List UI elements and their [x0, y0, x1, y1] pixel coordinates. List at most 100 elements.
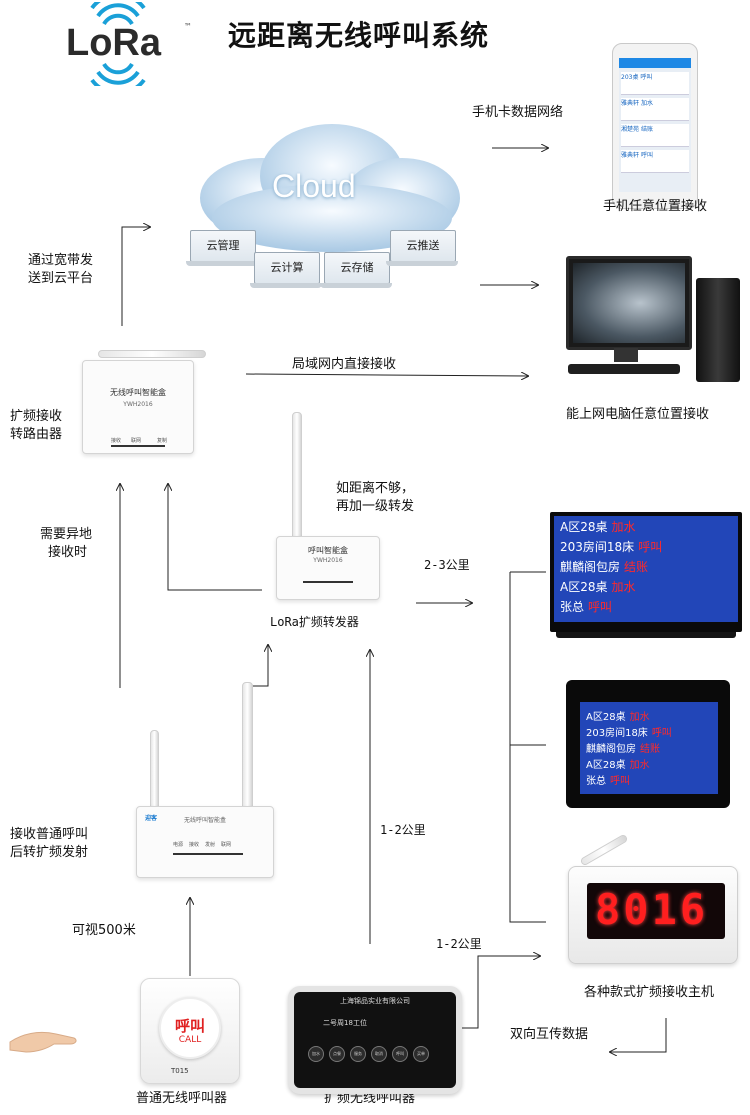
receiver-brand: 迎客 [145, 815, 158, 822]
repeater-antenna [292, 412, 302, 544]
tv-display-large: A区28桌加水 203房间18床呼叫 麒麟阁包房结账 A区28桌加水 张总呼叫 [550, 512, 742, 632]
tv-row: A区28桌加水 [560, 580, 636, 594]
tv-row: 麒麟阁包房结账 [586, 744, 660, 755]
repeater-model: YWH2016 [313, 557, 343, 564]
tv-row: A区28桌加水 [586, 712, 650, 723]
keyboard [568, 364, 680, 374]
cloud-word: Cloud [272, 168, 356, 204]
tv-row: 张总呼叫 [560, 600, 613, 614]
label-forward-note-2: 再加一级转发 [336, 499, 415, 514]
led-display: 8016 [587, 883, 725, 939]
led-label: 复制 [157, 438, 168, 444]
label-range-1-2-a: 1-2公里 [380, 823, 426, 837]
lora-wordmark: LoRa [66, 22, 161, 64]
keypad-model-text: 二号周18工位 [323, 1019, 367, 1027]
led-label: 联网 [221, 842, 232, 848]
service-label: 云存储 [324, 252, 390, 284]
receiver-name: 无线呼叫智能盒 [183, 817, 226, 824]
lora-logo: LoRa ™ [62, 2, 202, 86]
led-receiver-host: 8016 [568, 866, 738, 964]
label-visible-range: 可视500米 [72, 923, 136, 938]
laptop-cloud-management: 云管理 [186, 230, 258, 268]
label-receiver-1: 接收普通呼叫 [10, 827, 89, 842]
led-digits: 8016 [595, 885, 709, 934]
monitor [566, 256, 692, 350]
laptop-cloud-storage: 云存储 [320, 252, 392, 290]
hand-icon [9, 1031, 77, 1053]
normal-wireless-caller: 呼叫 CALL T015 [140, 978, 240, 1084]
label-remote-2: 接收时 [48, 545, 88, 560]
label-lan-direct: 局域网内直接接收 [292, 357, 397, 372]
keypad-key[interactable]: 买单 [413, 1046, 429, 1062]
call-text-en: CALL [178, 1035, 202, 1045]
router-name: 无线呼叫智能盒 [110, 388, 166, 397]
normal-call-receiver: 迎客 无线呼叫智能盒 电源 接收 发射 联网 [136, 806, 274, 878]
laptop-cloud-push: 云推送 [386, 230, 458, 268]
label-spread-caller: 扩频无线呼叫器 [324, 1091, 416, 1106]
phone-row: 雅典轩 呼叫 [621, 150, 689, 173]
tv-screen: A区28桌加水 203房间18床呼叫 麒麟阁包房结账 A区28桌加水 张总呼叫 [580, 702, 718, 794]
led-label: 接收 [111, 438, 122, 444]
label-forward-note-1: 如距离不够， [336, 481, 415, 496]
phone-row: 雅典轩 加水 [621, 98, 689, 121]
repeater-name: 呼叫智能盒 [308, 546, 348, 555]
service-label: 云计算 [254, 252, 320, 284]
arrow-receiver-to-repeater [252, 645, 268, 687]
tv-display-small: A区28桌加水 203房间18床呼叫 麒麟阁包房结账 A区28桌加水 张总呼叫 [566, 680, 730, 808]
label-host: 各种款式扩频接收主机 [584, 985, 715, 1000]
call-text-cn: 呼叫 [174, 1017, 205, 1035]
tv-row: A区28桌加水 [586, 760, 650, 771]
keypad-key[interactable]: 取消 [371, 1046, 387, 1062]
spread-wireless-caller: 上海锦品实业有限公司 二号周18工位 加水点餐服务取消呼叫买单 [288, 986, 462, 1094]
label-bidirectional: 双向互传数据 [510, 1027, 589, 1042]
bracket-to-screens [509, 572, 546, 923]
trademark-mark: ™ [184, 22, 192, 31]
label-range-2-3: 2-3公里 [424, 558, 470, 572]
receiver-antenna-right [242, 682, 253, 824]
label-phone-receive: 手机任意位置接收 [603, 199, 708, 214]
led-label: 发射 [205, 842, 216, 848]
keypad-key[interactable]: 加水 [308, 1046, 324, 1062]
phone-row: 湘楚苑 结账 [621, 124, 689, 147]
call-button[interactable]: 呼叫 CALL [159, 997, 221, 1059]
cloud-platform: Cloud 云管理 云计算 云存储 云推送 [182, 118, 467, 308]
label-broadband-1: 通过宽带发 [28, 253, 94, 268]
tv-screen: A区28桌加水 203房间18床呼叫 麒麟阁包房结账 A区28桌加水 张总呼叫 [554, 516, 738, 622]
led-label: 接收 [189, 842, 200, 848]
keypad-key[interactable]: 呼叫 [392, 1046, 408, 1062]
tv-row: 麒麟阁包房结账 [560, 560, 649, 574]
lora-repeater: 呼叫智能盒 YWH2016 [276, 536, 380, 600]
arrow-host-to-pad [610, 1018, 667, 1052]
desktop-computer [566, 256, 746, 386]
label-router-2: 转路由器 [10, 427, 63, 442]
signal-wave-icon [90, 2, 146, 86]
arrow-lan-to-pc [245, 374, 528, 376]
tv-row: 张总呼叫 [586, 776, 630, 787]
keypad-key[interactable]: 点餐 [329, 1046, 345, 1062]
spread-receiver-router: 无线呼叫智能盒 YWH2016 接收 联网 复制 [82, 360, 194, 454]
tv-row: 203房间18床呼叫 [586, 728, 672, 739]
arrow-router-to-cloud [121, 227, 150, 326]
label-broadband-2: 送到云平台 [28, 271, 94, 286]
pc-tower [696, 278, 740, 382]
service-label: 云推送 [390, 230, 456, 262]
keypad-key[interactable]: 服务 [350, 1046, 366, 1062]
service-label: 云管理 [190, 230, 256, 262]
keypad-company: 上海锦品实业有限公司 [340, 997, 410, 1005]
label-range-1-2-b: 1-2公里 [436, 937, 482, 951]
arrow-repeater-to-router [168, 484, 262, 591]
label-repeater: LoRa扩频转发器 [270, 615, 359, 629]
label-pc-receive: 能上网电脑任意位置接收 [566, 407, 710, 422]
arrow-pad-to-host [462, 956, 540, 1029]
smartphone: 203桌 呼叫 雅典轩 加水 湘楚苑 结账 雅典轩 呼叫 [612, 43, 698, 209]
label-router-1: 扩频接收 [10, 409, 63, 424]
led-label: 电源 [173, 842, 184, 848]
router-model: YWH2016 [123, 401, 153, 408]
label-normal-caller: 普通无线呼叫器 [136, 1091, 228, 1106]
tv-row: A区28桌加水 [560, 520, 636, 534]
label-remote-1: 需要异地 [40, 527, 93, 542]
led-label: 联网 [131, 438, 142, 444]
keypad-keys: 加水点餐服务取消呼叫买单 [308, 1040, 434, 1062]
tv-stand [556, 632, 736, 638]
